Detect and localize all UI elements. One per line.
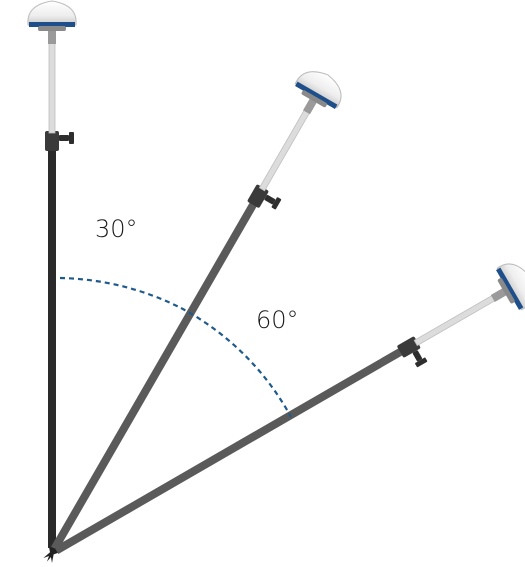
pole-clamp	[397, 336, 428, 368]
gnss-receiver	[27, 0, 77, 44]
angle-arc-60	[180, 307, 292, 418]
pole-clamp	[45, 131, 74, 151]
angle-label-30: 30°	[95, 215, 138, 243]
pole-upper-section	[258, 109, 311, 192]
pole-clamp	[247, 184, 282, 210]
gnss-receiver	[490, 263, 525, 311]
pole-vertical	[27, 0, 77, 563]
gnss-receiver	[294, 71, 342, 115]
angle-label-60: 60°	[256, 306, 299, 334]
pole-lower-section	[48, 148, 56, 563]
pole-upper-section	[48, 42, 56, 134]
pole-lower-section	[47, 200, 258, 562]
pole-upper-section	[413, 294, 496, 347]
angle-arc-30	[59, 276, 182, 309]
pole-lower-section	[43, 347, 405, 558]
pole-tilted-30	[47, 71, 342, 562]
pole-tilted-60	[43, 263, 525, 558]
